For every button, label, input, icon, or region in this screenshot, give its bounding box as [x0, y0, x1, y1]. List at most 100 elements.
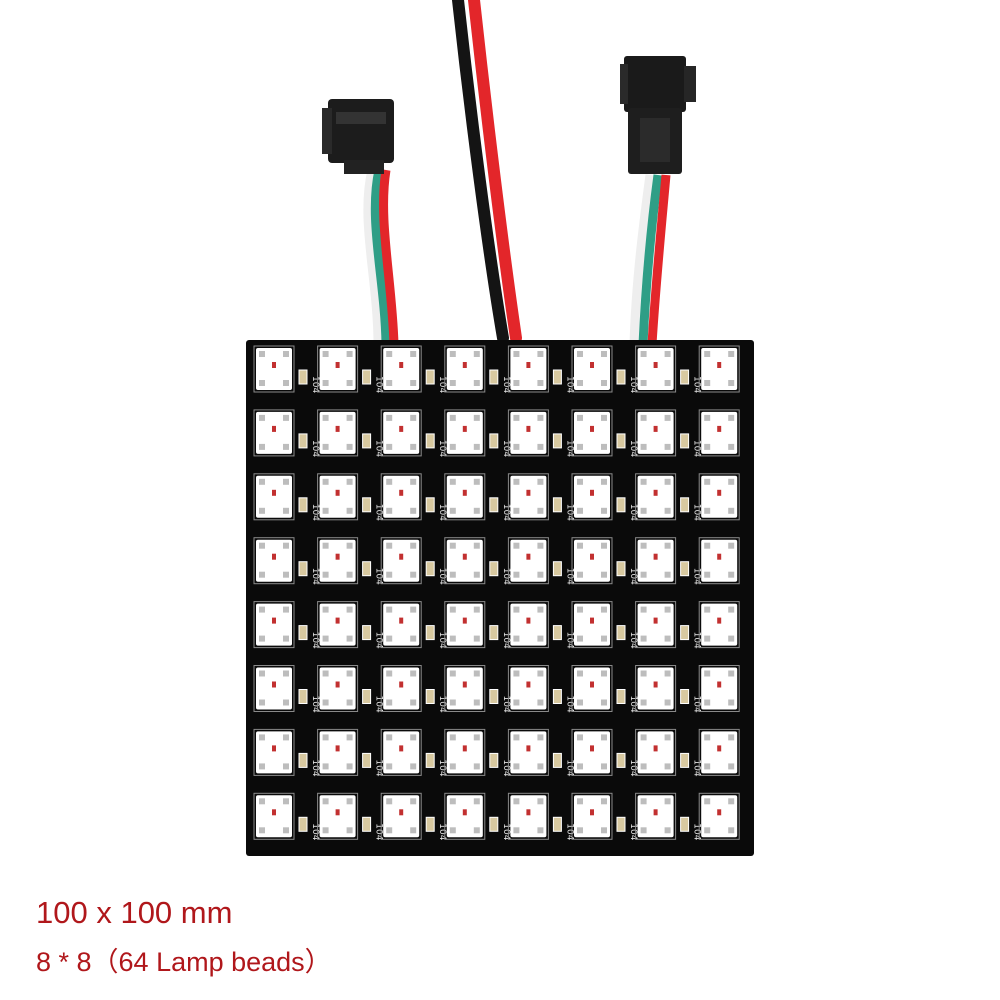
capacitor	[680, 625, 690, 641]
led-bead	[380, 728, 422, 776]
led-bead	[571, 409, 613, 457]
resistor-label: 104	[628, 823, 638, 840]
led-bead	[253, 473, 295, 521]
capacitor	[616, 625, 626, 641]
led-bead	[698, 537, 740, 585]
dimensions-caption: 100 x 100 mm	[36, 895, 233, 930]
capacitor	[489, 561, 499, 577]
capacitor	[425, 689, 435, 704]
capacitor	[298, 369, 308, 385]
led-bead	[507, 792, 549, 840]
resistor-label: 104	[564, 440, 574, 457]
capacitor	[552, 497, 562, 513]
led-bead	[444, 728, 486, 776]
led-bead	[571, 665, 613, 712]
resistor-label: 104	[501, 376, 511, 393]
capacitor	[298, 433, 308, 449]
led-bead	[444, 473, 486, 521]
led-bead	[571, 345, 613, 393]
resistor-label: 104	[437, 823, 447, 840]
capacitor	[552, 752, 562, 768]
led-bead	[380, 345, 422, 393]
led-bead	[571, 601, 613, 649]
led-bead	[571, 537, 613, 585]
led-bead	[698, 792, 740, 840]
led-bead	[253, 345, 295, 393]
resistor-label: 104	[437, 376, 447, 393]
capacitor	[425, 625, 435, 641]
led-bead	[380, 409, 422, 457]
capacitor	[489, 752, 499, 768]
led-bead	[507, 728, 549, 776]
capacitor	[425, 369, 435, 385]
led-bead	[253, 537, 295, 585]
resistor-label: 104	[437, 759, 447, 776]
capacitor	[552, 625, 562, 641]
resistor-label: 104	[628, 632, 638, 649]
led-bead	[253, 728, 295, 776]
bead-count-caption: 8 * 8（64 Lamp beads）	[36, 947, 332, 977]
resistor-label: 104	[501, 696, 511, 713]
led-bead	[253, 665, 295, 712]
resistor-label: 104	[310, 376, 320, 393]
resistor-label: 104	[501, 568, 511, 585]
led-bead	[444, 537, 486, 585]
led-panel-board	[246, 340, 754, 856]
led-bead	[635, 728, 677, 776]
capacitor	[489, 497, 499, 513]
capacitor	[552, 816, 562, 832]
led-bead	[380, 601, 422, 649]
capacitor	[680, 369, 690, 385]
capacitor	[616, 561, 626, 577]
resistor-label: 104	[692, 759, 702, 776]
resistor-label: 104	[692, 568, 702, 585]
capacitor	[616, 497, 626, 513]
resistor-label: 104	[628, 696, 638, 713]
resistor-label: 104	[501, 823, 511, 840]
resistor-label: 104	[310, 759, 320, 776]
capacitor	[489, 433, 499, 449]
resistor-label: 104	[692, 696, 702, 713]
led-bead	[507, 345, 549, 393]
resistor-label: 104	[564, 823, 574, 840]
led-bead	[698, 473, 740, 521]
led-bead	[698, 409, 740, 457]
capacitor	[362, 816, 372, 832]
led-bead	[317, 409, 359, 457]
led-bead	[635, 345, 677, 393]
capacitor	[298, 497, 308, 513]
resistor-label: 104	[564, 632, 574, 649]
capacitor	[616, 369, 626, 385]
led-bead	[317, 728, 359, 776]
resistor-label: 104	[374, 632, 384, 649]
resistor-label: 104	[501, 440, 511, 457]
capacitor	[362, 433, 372, 449]
led-bead	[698, 601, 740, 649]
capacitor	[552, 433, 562, 449]
led-bead	[380, 665, 422, 712]
resistor-label: 104	[692, 632, 702, 649]
resistor-label: 104	[501, 759, 511, 776]
resistor-label: 104	[310, 823, 320, 840]
capacitor	[552, 689, 562, 704]
resistor-label: 104	[310, 504, 320, 521]
power-cable-icon	[452, 0, 522, 344]
resistor-label: 104	[628, 376, 638, 393]
capacitor	[362, 625, 372, 641]
led-bead	[253, 409, 295, 457]
resistor-label: 104	[628, 759, 638, 776]
led-bead	[317, 665, 359, 712]
resistor-label: 104	[628, 568, 638, 585]
led-bead	[507, 409, 549, 457]
resistor-label: 104	[628, 504, 638, 521]
resistor-label: 104	[692, 376, 702, 393]
capacitor	[362, 689, 372, 704]
resistor-label: 104	[374, 696, 384, 713]
led-bead	[635, 537, 677, 585]
resistor-label: 104	[501, 504, 511, 521]
led-bead	[253, 601, 295, 649]
led-bead	[635, 792, 677, 840]
resistor-label: 104	[310, 696, 320, 713]
led-bead	[444, 345, 486, 393]
